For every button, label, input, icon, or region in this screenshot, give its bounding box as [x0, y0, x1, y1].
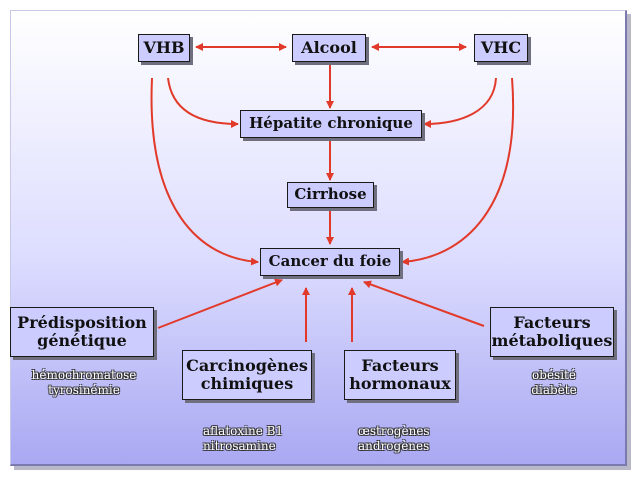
node-cirrhose-label: Cirrhose — [294, 185, 367, 204]
node-predisposition-genetique: Prédisposition génétique — [10, 307, 154, 357]
node-cancer-label: Cancer du foie — [268, 252, 392, 271]
node-alcool-label: Alcool — [301, 37, 357, 57]
node-hormonaux-line-1: Facteurs — [361, 355, 439, 375]
node-alcool: Alcool — [292, 34, 366, 62]
node-facteurs-metaboliques: Facteurs métaboliques — [490, 307, 614, 357]
node-carcinogenes-line-2: chimiques — [200, 374, 294, 393]
node-hormonaux-line-2: hormonaux — [349, 374, 451, 393]
node-metaboliques-line-2: métaboliques — [491, 331, 613, 350]
note-metaboliques-line-2: diabète — [531, 383, 577, 397]
note-predisposition-line-2: tyrosinémie — [48, 383, 120, 397]
node-facteurs-hormonaux: Facteurs hormonaux — [344, 350, 456, 400]
arrow-vhb-cancer — [150, 77, 259, 266]
arrow-vhc-hepatite — [423, 77, 497, 128]
note-predisposition-line-1: hémochromatose — [31, 368, 137, 382]
node-predisposition-line-2: génétique — [37, 331, 127, 350]
note-carcinogenes-line-1: aflatoxine B1 — [203, 424, 284, 438]
slide-panel — [10, 10, 627, 466]
note-predisposition: hémochromatose tyrosinémie — [16, 368, 152, 398]
note-carcinogenes-line-2: nitrosamine — [203, 439, 276, 453]
node-vhb-label: VHB — [143, 37, 185, 57]
arrow-vhc-cancer — [401, 77, 515, 266]
note-hormonaux-line-2: androgènes — [358, 439, 430, 453]
arrow-predisposition-cancer — [157, 278, 283, 329]
node-predisposition-line-1: Prédisposition — [17, 312, 147, 332]
node-vhb: VHB — [138, 34, 190, 62]
note-carcinogenes: aflatoxine B1 nitrosamine — [203, 424, 313, 454]
node-vhc: VHC — [474, 34, 528, 62]
arrow-metaboliques-cancer — [363, 280, 485, 327]
node-vhc-label: VHC — [480, 37, 522, 57]
note-hormonaux-line-1: œstrogènes — [358, 424, 430, 438]
note-metaboliques: obésité diabète — [500, 368, 608, 398]
node-cirrhose: Cirrhose — [287, 182, 374, 208]
note-metaboliques-line-1: obésité — [532, 368, 576, 382]
node-hepatite-chronique: Hépatite chronique — [240, 110, 422, 138]
node-carcinogenes-chimiques: Carcinogènes chimiques — [182, 350, 312, 400]
node-hepatite-label: Hépatite chronique — [249, 114, 413, 133]
node-metaboliques-line-1: Facteurs — [513, 312, 591, 332]
note-hormonaux: œstrogènes androgènes — [358, 424, 458, 454]
arrow-vhb-hepatite — [167, 77, 239, 128]
node-cancer-du-foie: Cancer du foie — [260, 248, 400, 276]
node-carcinogenes-line-1: Carcinogènes — [186, 355, 308, 375]
